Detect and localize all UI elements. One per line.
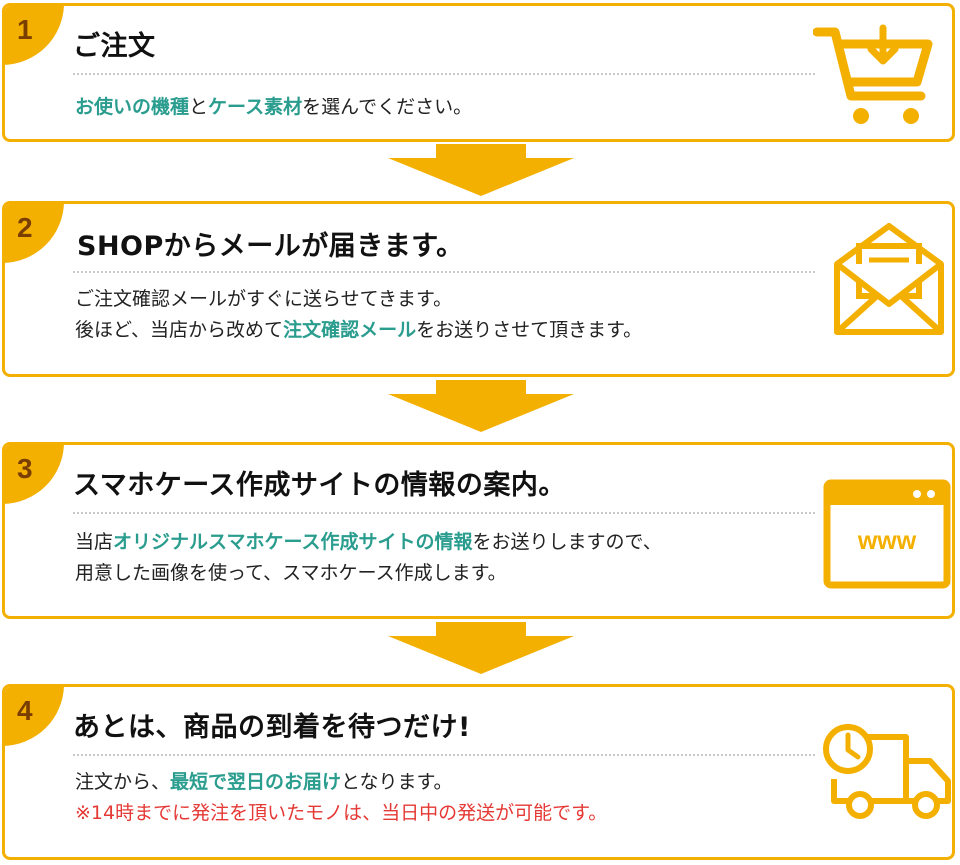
step-description: 注文から、最短で翌日のお届けとなります。 ※14時までに発注を頂いたモノは、当日… <box>75 767 607 829</box>
step-description: ご注文確認メールがすぐに送らせてきます。 後ほど、当店から改めて注文確認メールを… <box>75 284 642 346</box>
body-text: をお送りしますので、 <box>472 531 662 553</box>
body-line: 用意した画像を使って、スマホケース作成します。 <box>75 562 507 584</box>
www-label: www <box>857 527 917 555</box>
highlight-text: お使いの機種 <box>75 96 190 118</box>
note-line: ※14時までに発注を頂いたモノは、当日中の発送が可能です。 <box>75 802 608 824</box>
step-description: お使いの機種とケース素材を選んでください。 <box>75 92 472 123</box>
down-arrow-icon <box>388 144 574 196</box>
body-text: 当店 <box>75 531 114 553</box>
step-title: SHOPからメールが届きます。 <box>77 231 464 262</box>
highlight-text: ケース素材 <box>208 96 303 118</box>
step-title: スマホケース作成サイトの情報の案内。 <box>73 470 566 501</box>
step-4-card: 4 あとは、商品の到着を待つだけ! 注文から、最短で翌日のお届けとなります。 ※… <box>2 684 955 860</box>
step-title: あとは、商品の到着を待つだけ! <box>73 712 471 743</box>
highlight-text: 注文確認メール <box>283 319 417 341</box>
body-text: と <box>189 96 209 118</box>
cart-download-icon <box>813 24 933 124</box>
step-number-badge <box>5 6 64 65</box>
body-line: 注文から、最短で翌日のお届けとなります。 <box>75 767 607 798</box>
dotted-divider <box>73 271 815 273</box>
step-number-badge <box>5 687 64 746</box>
step-3-card: 3 スマホケース作成サイトの情報の案内。 当店オリジナルスマホケース作成サイトの… <box>2 442 955 619</box>
body-text: 後ほど、当店から改めて <box>75 319 284 341</box>
body-line: ご注文確認メールがすぐに送らせてきます。 <box>75 288 453 310</box>
step-number-badge <box>5 445 64 504</box>
down-arrow-icon <box>388 622 574 674</box>
down-arrow-icon <box>388 380 574 432</box>
dotted-divider <box>73 754 815 756</box>
step-number: 3 <box>17 453 33 484</box>
body-text: 注文から、 <box>75 771 171 793</box>
body-text: となります。 <box>341 771 453 793</box>
step-description: 当店オリジナルスマホケース作成サイトの情報をお送りしますので、 用意した画像を使… <box>75 527 662 589</box>
dotted-divider <box>73 73 815 75</box>
body-text: をお送りさせて頂きます。 <box>416 319 643 341</box>
delivery-truck-icon <box>823 724 951 819</box>
dotted-divider <box>73 512 815 514</box>
highlight-text: オリジナルスマホケース作成サイトの情報 <box>113 531 473 553</box>
step-number-badge <box>5 204 64 263</box>
step-number: 1 <box>17 14 33 45</box>
envelope-icon <box>834 223 944 335</box>
body-text: を選んでください。 <box>302 96 473 118</box>
step-2-card: 2 SHOPからメールが届きます。 ご注文確認メールがすぐに送らせてきます。 後… <box>2 201 955 377</box>
step-title: ご注文 <box>73 31 156 62</box>
step-number: 4 <box>17 695 33 726</box>
step-number: 2 <box>17 212 33 243</box>
browser-window-icon: www <box>823 479 951 589</box>
body-line: 当店オリジナルスマホケース作成サイトの情報をお送りしますので、 <box>75 527 662 558</box>
body-line: 後ほど、当店から改めて注文確認メールをお送りさせて頂きます。 <box>75 315 642 346</box>
step-1-card: 1 ご注文 お使いの機種とケース素材を選んでください。 <box>2 3 955 142</box>
highlight-text: 最短で翌日のお届け <box>170 771 342 793</box>
